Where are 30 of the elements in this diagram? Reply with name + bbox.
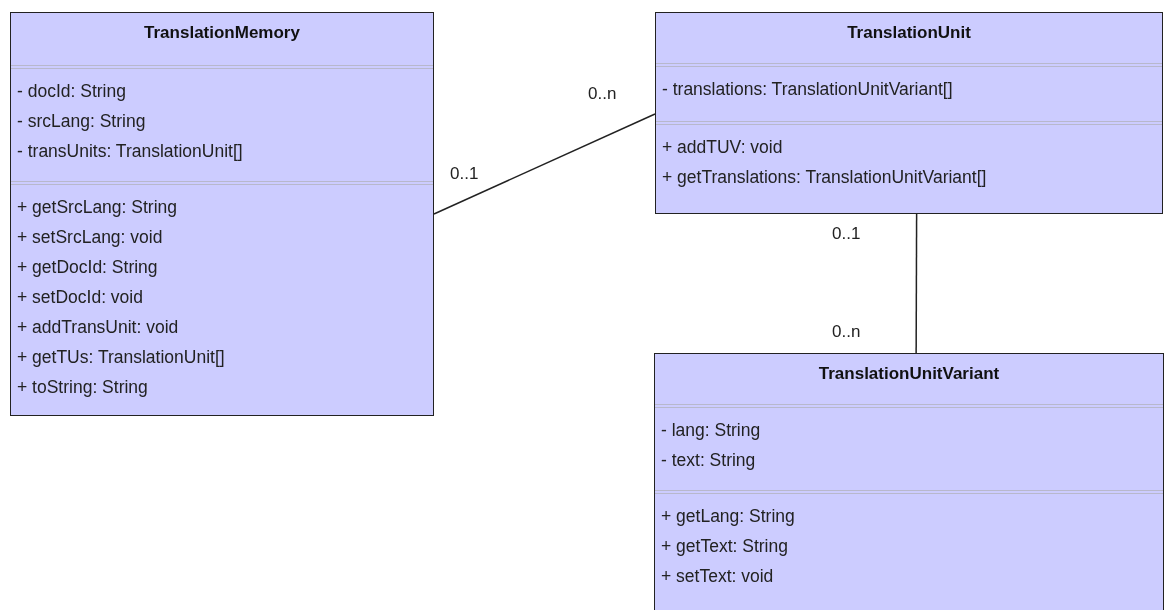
class-member: + getTranslations: TranslationUnitVariant[] (662, 166, 987, 189)
class-member: - srcLang: String (17, 110, 146, 133)
multiplicity-label: 0..1 (450, 164, 479, 184)
class-member: + getSrcLang: String (17, 196, 178, 219)
class-member: - docId: String (17, 80, 126, 103)
class-name: TranslationUnit (846, 23, 972, 43)
multiplicity-label: 0..n (588, 84, 617, 104)
class-box (10, 12, 434, 416)
class-member: - text: String (661, 449, 756, 472)
class-member: + addTUV: void (662, 136, 783, 159)
class-name: TranslationUnitVariant (817, 364, 1001, 384)
class-member: + setText: void (661, 565, 774, 588)
class-member: + getText: String (661, 535, 788, 558)
class-member: + addTransUnit: void (17, 316, 179, 339)
class-member: + setSrcLang: void (17, 226, 163, 249)
class-name: TranslationMemory (143, 23, 301, 43)
class-box (654, 353, 1164, 610)
association-line (433, 113, 656, 215)
association-line (915, 213, 918, 354)
class-member: - translations: TranslationUnitVariant[] (662, 78, 953, 101)
class-member: + getLang: String (661, 505, 795, 528)
class-member: - lang: String (661, 419, 761, 442)
class-member: + getTUs: TranslationUnit[] (17, 346, 225, 369)
class-member: + setDocId: void (17, 286, 143, 309)
class-member: + toString: String (17, 376, 148, 399)
class-member: - transUnits: TranslationUnit[] (17, 140, 243, 163)
class-member: + getDocId: String (17, 256, 158, 279)
class-box (655, 12, 1163, 214)
multiplicity-label: 0..n (832, 322, 861, 342)
multiplicity-label: 0..1 (832, 224, 861, 244)
